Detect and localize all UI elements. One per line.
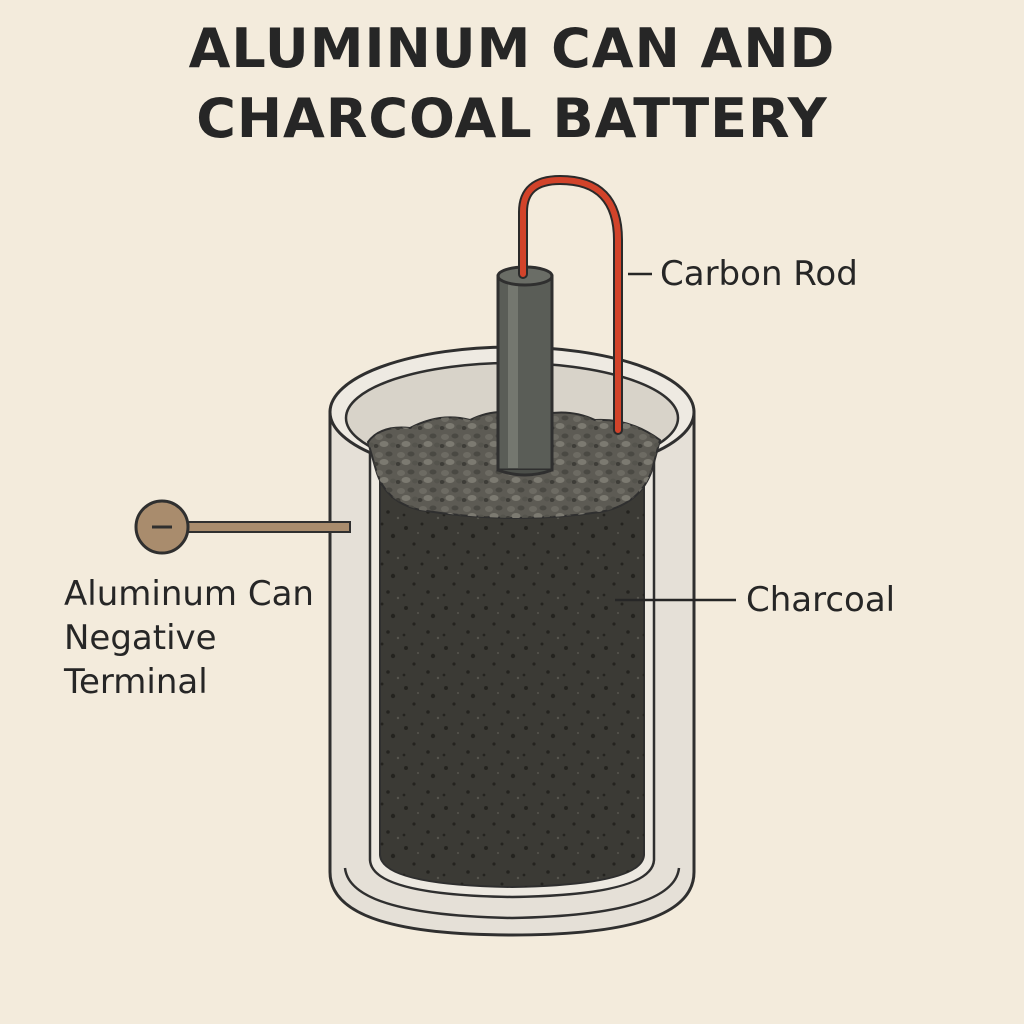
can-label-line-2: Negative bbox=[64, 618, 217, 658]
title-line-2: CHARCOAL BATTERY bbox=[196, 87, 828, 150]
carbon-rod bbox=[496, 265, 554, 477]
can-label-line-3: Terminal bbox=[64, 662, 208, 702]
aluminum-can-label: Aluminum Can Negative Terminal bbox=[64, 572, 314, 704]
carbon-rod-label: Carbon Rod bbox=[660, 254, 858, 294]
charcoal-fill bbox=[366, 410, 662, 889]
can-label-line-1: Aluminum Can bbox=[64, 574, 314, 614]
title-line-1: ALUMINUM CAN AND bbox=[188, 17, 836, 80]
charcoal-label: Charcoal bbox=[746, 580, 896, 620]
page-title: ALUMINUM CAN AND CHARCOAL BATTERY bbox=[0, 14, 1024, 154]
negative-terminal bbox=[134, 499, 351, 555]
